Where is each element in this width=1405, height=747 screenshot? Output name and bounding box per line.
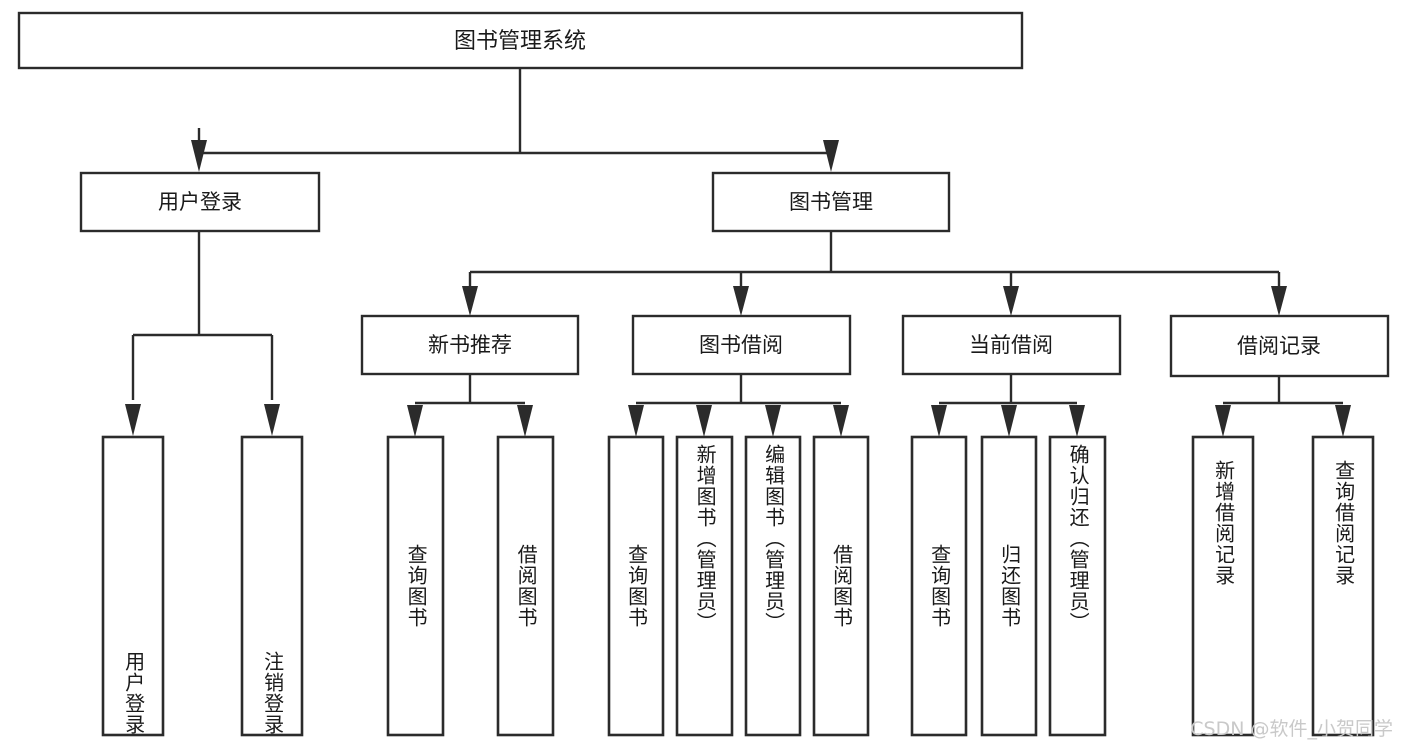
- arrow-head-br-add-record: [1215, 405, 1231, 437]
- connector-group-book-borrow: [628, 374, 849, 437]
- node-box-current-borrow[interactable]: [901, 314, 1122, 376]
- connector-group-book-manage: [462, 232, 1287, 316]
- node-current-borrow[interactable]: 当前借阅: [901, 314, 1122, 376]
- connector-group-root: [191, 68, 839, 172]
- node-label-borrow-record: 借阅记录: [1237, 334, 1321, 358]
- arrow-head-br-query-record: [1335, 405, 1351, 437]
- node-label-new-book: 新书推荐: [428, 333, 512, 357]
- arrow-head-bb-query-book: [628, 405, 644, 437]
- arrow-head-leaf-logout: [264, 404, 280, 436]
- arrow-head-current-borrow: [1003, 286, 1019, 316]
- node-box-leaf-cb-return-book[interactable]: [980, 435, 1038, 737]
- arrow-head-cb-return-book: [1001, 405, 1017, 437]
- arrow-head-book-manage: [823, 140, 839, 172]
- node-new-book[interactable]: 新书推荐: [360, 314, 580, 376]
- node-box-leaf-bb-query-book[interactable]: [607, 435, 665, 737]
- node-box-leaf-user-login[interactable]: [101, 435, 165, 737]
- connector-group-current-borrow: [931, 374, 1085, 437]
- node-label-book-borrow: 图书借阅: [699, 333, 783, 357]
- node-box-leaf-cb-query-book[interactable]: [910, 435, 968, 737]
- node-box-book-borrow[interactable]: [631, 314, 852, 376]
- arrow-head-new-book: [462, 286, 478, 316]
- node-box-new-book[interactable]: [360, 314, 580, 376]
- arrow-head-bb-edit-book: [765, 405, 781, 437]
- arrow-head-book-borrow: [733, 286, 749, 316]
- arrow-head-cb-query-book: [931, 405, 947, 437]
- node-box-borrow-record[interactable]: [1169, 314, 1390, 378]
- node-book-manage[interactable]: 图书管理: [711, 171, 951, 233]
- arrow-head-cb-confirm-return: [1069, 405, 1085, 437]
- arrow-head-bb-add-book: [696, 405, 712, 437]
- node-label-book-manage: 图书管理: [789, 190, 873, 214]
- node-label-root: 图书管理系统: [454, 29, 586, 54]
- node-book-borrow[interactable]: 图书借阅: [631, 314, 852, 376]
- node-box-leaf-nb-borrow-book[interactable]: [496, 435, 555, 737]
- arrow-head-user-login: [191, 140, 207, 172]
- arrow-head-nb-borrow-book: [517, 405, 533, 437]
- node-root[interactable]: 图书管理系统: [17, 11, 1024, 70]
- arrow-head-nb-query-book: [407, 405, 423, 437]
- node-box-leaf-br-query-record[interactable]: [1311, 435, 1375, 737]
- node-box-leaf-bb-add-book[interactable]: [675, 435, 734, 737]
- node-borrow-record[interactable]: 借阅记录: [1169, 314, 1390, 378]
- connector-group-user-login: [125, 232, 280, 436]
- node-box-leaf-bb-borrow-book[interactable]: [812, 435, 870, 737]
- node-box-leaf-bb-edit-book[interactable]: [744, 435, 802, 737]
- node-box-leaf-cb-confirm-return[interactable]: [1048, 435, 1107, 737]
- node-box-leaf-logout[interactable]: [240, 435, 304, 737]
- node-box-leaf-nb-query-book[interactable]: [386, 435, 445, 737]
- node-user-login[interactable]: 用户登录: [79, 171, 321, 233]
- node-label-current-borrow: 当前借阅: [969, 333, 1053, 357]
- arrow-head-bb-borrow-book: [833, 405, 849, 437]
- node-box-book-manage[interactable]: [711, 171, 951, 233]
- connector-group-new-book: [407, 374, 533, 437]
- connector-group-borrow-record: [1215, 376, 1351, 437]
- arrow-head-leaf-user-login: [125, 404, 141, 436]
- node-box-user-login[interactable]: [79, 171, 321, 233]
- watermark-text: CSDN @软件_小贺同学: [1190, 718, 1393, 740]
- arrow-head-borrow-record: [1271, 286, 1287, 316]
- node-box-root[interactable]: [17, 11, 1024, 70]
- node-label-user-login: 用户登录: [158, 190, 242, 214]
- node-box-leaf-br-add-record[interactable]: [1191, 435, 1255, 737]
